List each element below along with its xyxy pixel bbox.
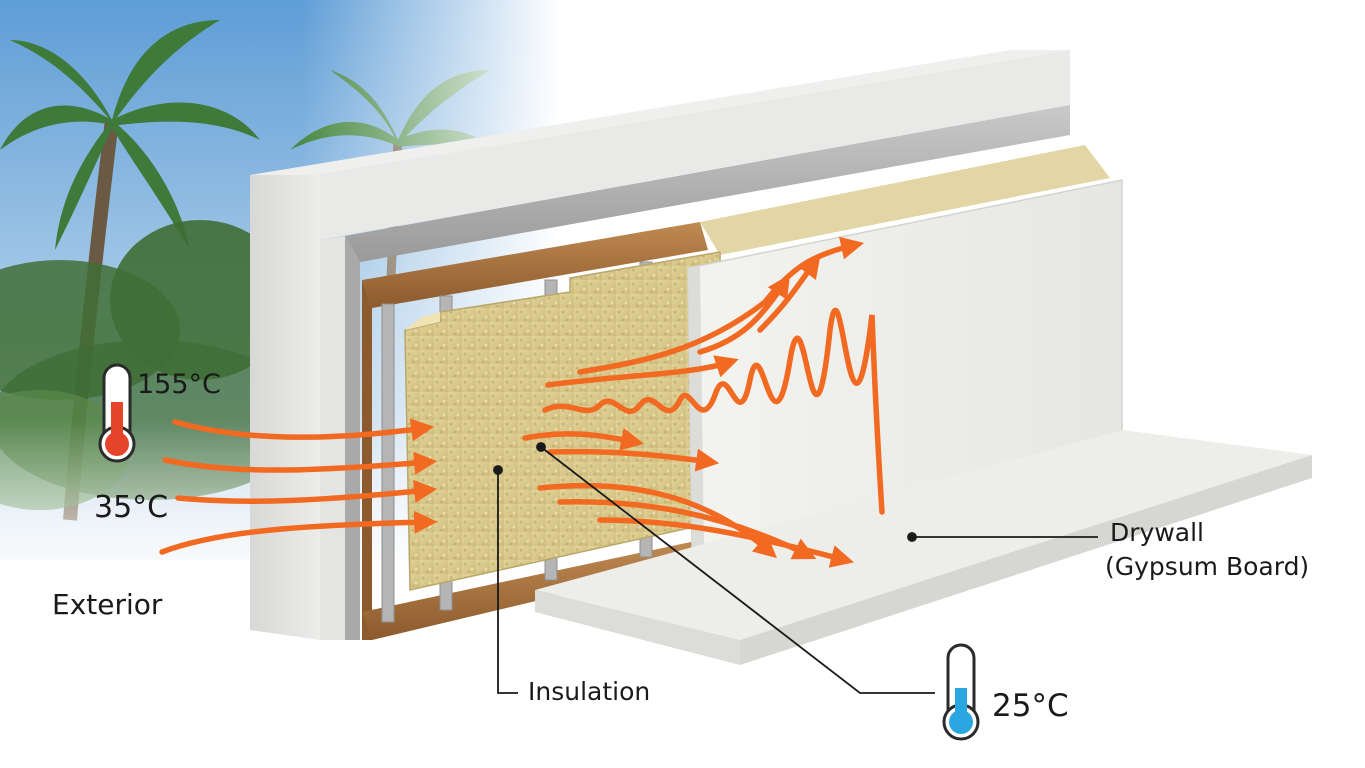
floor-slab [535, 430, 1312, 665]
heat-arrow-icon [697, 274, 791, 355]
exterior-label: Exterior [52, 588, 163, 621]
interior-temperature-label: 25°C [992, 688, 1069, 724]
heat-arrow-icon [172, 418, 435, 442]
heat-flow-arrows [159, 236, 885, 568]
insulation-top-strip [700, 145, 1110, 255]
heat-arrow-icon [159, 510, 438, 555]
heat-arrow-icon [522, 427, 645, 451]
heat-arrow-icon [162, 451, 438, 475]
exterior-peak-temperature-label: 155°C [137, 369, 221, 400]
heat-arrow-icon [542, 307, 885, 515]
heat-arrow-icon [547, 448, 720, 472]
thermometer-cold-icon [942, 643, 980, 741]
heat-arrow-icon [545, 355, 739, 388]
exterior-temperature-label: 35°C [94, 490, 169, 525]
heat-arrow-icon [757, 254, 821, 333]
concrete-wall [250, 50, 1070, 640]
heat-arrow-icon [175, 479, 438, 505]
leader-lines [493, 442, 1098, 694]
gypsum-board-label: (Gypsum Board) [1105, 552, 1310, 581]
heat-arrow-icon [597, 517, 854, 568]
timber-top-plate [362, 222, 708, 640]
drywall-label: Drywall [1110, 518, 1204, 547]
insulation-label: Insulation [528, 677, 651, 706]
thermometer-hot-icon [98, 363, 136, 463]
